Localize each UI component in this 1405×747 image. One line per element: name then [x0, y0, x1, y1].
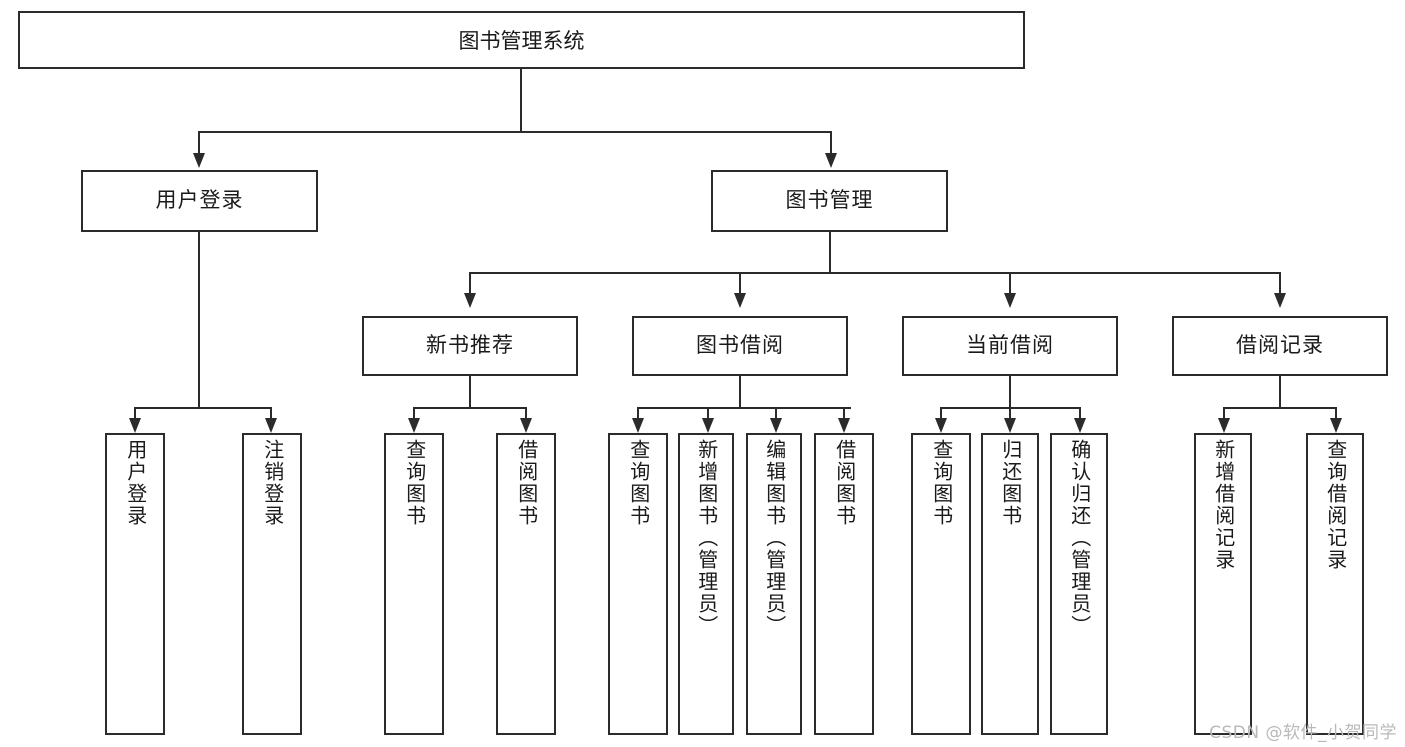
leaf-borrow-borrow-book-label: 借阅图书: [832, 439, 857, 527]
edge-current-borrow-stem: [1009, 376, 1011, 408]
arrow-book-borrow-leaf-3: [770, 418, 782, 433]
edge-current-borrow-leaf-1: [940, 407, 942, 420]
leaf-logout[interactable]: 注销登录: [242, 433, 302, 735]
edge-book-mgmt-to-borrow-record: [1279, 272, 1281, 295]
leaf-new-book-query-label: 查询图书: [402, 439, 427, 527]
arrow-book-mgmt-to-borrow-record: [1274, 293, 1286, 308]
leaf-current-confirm-return[interactable]: 确认归还（管理员）: [1050, 433, 1108, 735]
arrow-current-borrow-leaf-3: [1074, 418, 1086, 433]
arrow-root-to-user-login: [193, 153, 205, 168]
leaf-new-book-borrow[interactable]: 借阅图书: [496, 433, 556, 735]
node-current-borrow[interactable]: 当前借阅: [902, 316, 1118, 376]
edge-book-mgmt-bus: [469, 272, 1281, 274]
edge-user-login-bus: [134, 407, 272, 409]
leaf-record-query[interactable]: 查询借阅记录: [1306, 433, 1364, 735]
edge-book-borrow-leaf-4: [843, 407, 845, 420]
edge-root-to-user-login: [198, 131, 200, 155]
node-user-login[interactable]: 用户登录: [81, 170, 318, 232]
edge-new-book-stem: [469, 376, 471, 408]
leaf-record-query-label: 查询借阅记录: [1323, 439, 1348, 571]
leaf-borrow-borrow-book[interactable]: 借阅图书: [814, 433, 874, 735]
node-root[interactable]: 图书管理系统: [18, 11, 1025, 69]
arrow-book-mgmt-to-book-borrow: [734, 293, 746, 308]
edge-book-borrow-leaf-1: [637, 407, 639, 420]
arrow-book-borrow-leaf-4: [838, 418, 850, 433]
csdn-watermark: CSDN @软件_小贺同学: [1209, 723, 1397, 743]
edge-borrow-record-leaf-2: [1335, 407, 1337, 420]
edge-new-book-bus: [413, 407, 527, 409]
node-book-management-label: 图书管理: [785, 188, 874, 213]
edge-new-book-leaf-2: [525, 407, 527, 420]
arrow-new-book-leaf-1: [408, 418, 420, 433]
node-user-login-label: 用户登录: [155, 188, 244, 213]
leaf-current-return-book-label: 归还图书: [998, 439, 1023, 527]
arrow-book-mgmt-to-new-book: [464, 293, 476, 308]
edge-borrow-record-leaf-1: [1223, 407, 1225, 420]
arrow-user-login-leaf-1: [129, 418, 141, 433]
arrow-new-book-leaf-2: [520, 418, 532, 433]
node-root-label: 图书管理系统: [458, 29, 585, 53]
leaf-current-query-book-label: 查询图书: [929, 439, 954, 527]
edge-book-borrow-leaf-3: [775, 407, 777, 420]
edge-user-login-leaf-1: [134, 407, 136, 420]
edge-borrow-record-stem: [1279, 376, 1281, 408]
edge-root-stem: [520, 69, 522, 132]
leaf-logout-label: 注销登录: [260, 439, 285, 527]
node-new-book-recommend[interactable]: 新书推荐: [362, 316, 578, 376]
edge-book-borrow-bus: [637, 407, 851, 409]
edge-current-borrow-leaf-2: [1009, 407, 1011, 420]
arrow-book-borrow-leaf-1: [632, 418, 644, 433]
leaf-borrow-edit-book-label: 编辑图书（管理员）: [762, 439, 787, 637]
edge-current-borrow-leaf-3: [1079, 407, 1081, 420]
arrow-current-borrow-leaf-2: [1004, 418, 1016, 433]
node-borrow-record[interactable]: 借阅记录: [1172, 316, 1388, 376]
edge-book-mgmt-stem: [829, 232, 831, 273]
leaf-record-add[interactable]: 新增借阅记录: [1194, 433, 1252, 735]
leaf-borrow-add-book-label: 新增图书（管理员）: [694, 439, 719, 637]
arrow-root-to-book-mgmt: [825, 153, 837, 168]
leaf-current-return-book[interactable]: 归还图书: [981, 433, 1039, 735]
leaf-borrow-add-book[interactable]: 新增图书（管理员）: [678, 433, 734, 735]
node-new-book-recommend-label: 新书推荐: [426, 333, 514, 358]
edge-book-mgmt-to-book-borrow: [739, 272, 741, 295]
leaf-current-confirm-return-label: 确认归还（管理员）: [1067, 439, 1092, 637]
arrow-user-login-leaf-2: [265, 418, 277, 433]
edge-book-mgmt-to-new-book: [469, 272, 471, 295]
arrow-borrow-record-leaf-2: [1330, 418, 1342, 433]
edge-root-bus: [198, 131, 832, 133]
edge-book-borrow-stem: [739, 376, 741, 408]
arrow-book-mgmt-to-current-borrow: [1004, 293, 1016, 308]
node-book-borrow-label: 图书借阅: [696, 333, 784, 358]
leaf-borrow-edit-book[interactable]: 编辑图书（管理员）: [746, 433, 802, 735]
edge-user-login-stem: [198, 232, 200, 408]
leaf-borrow-query-book[interactable]: 查询图书: [608, 433, 668, 735]
edge-borrow-record-bus: [1223, 407, 1337, 409]
leaf-user-login[interactable]: 用户登录: [105, 433, 165, 735]
leaf-current-query-book[interactable]: 查询图书: [911, 433, 971, 735]
arrow-borrow-record-leaf-1: [1218, 418, 1230, 433]
arrow-current-borrow-leaf-1: [935, 418, 947, 433]
node-book-management[interactable]: 图书管理: [711, 170, 948, 232]
edge-root-to-book-mgmt: [830, 131, 832, 155]
leaf-user-login-label: 用户登录: [123, 439, 148, 527]
edge-new-book-leaf-1: [413, 407, 415, 420]
leaf-new-book-query[interactable]: 查询图书: [384, 433, 444, 735]
node-current-borrow-label: 当前借阅: [966, 333, 1054, 358]
arrow-book-borrow-leaf-2: [702, 418, 714, 433]
node-borrow-record-label: 借阅记录: [1236, 333, 1324, 358]
edge-book-borrow-leaf-2: [707, 407, 709, 420]
node-book-borrow[interactable]: 图书借阅: [632, 316, 848, 376]
edge-book-mgmt-to-current-borrow: [1009, 272, 1011, 295]
leaf-borrow-query-book-label: 查询图书: [626, 439, 651, 527]
leaf-new-book-borrow-label: 借阅图书: [514, 439, 539, 527]
leaf-record-add-label: 新增借阅记录: [1211, 439, 1236, 571]
edge-user-login-leaf-2: [270, 407, 272, 420]
